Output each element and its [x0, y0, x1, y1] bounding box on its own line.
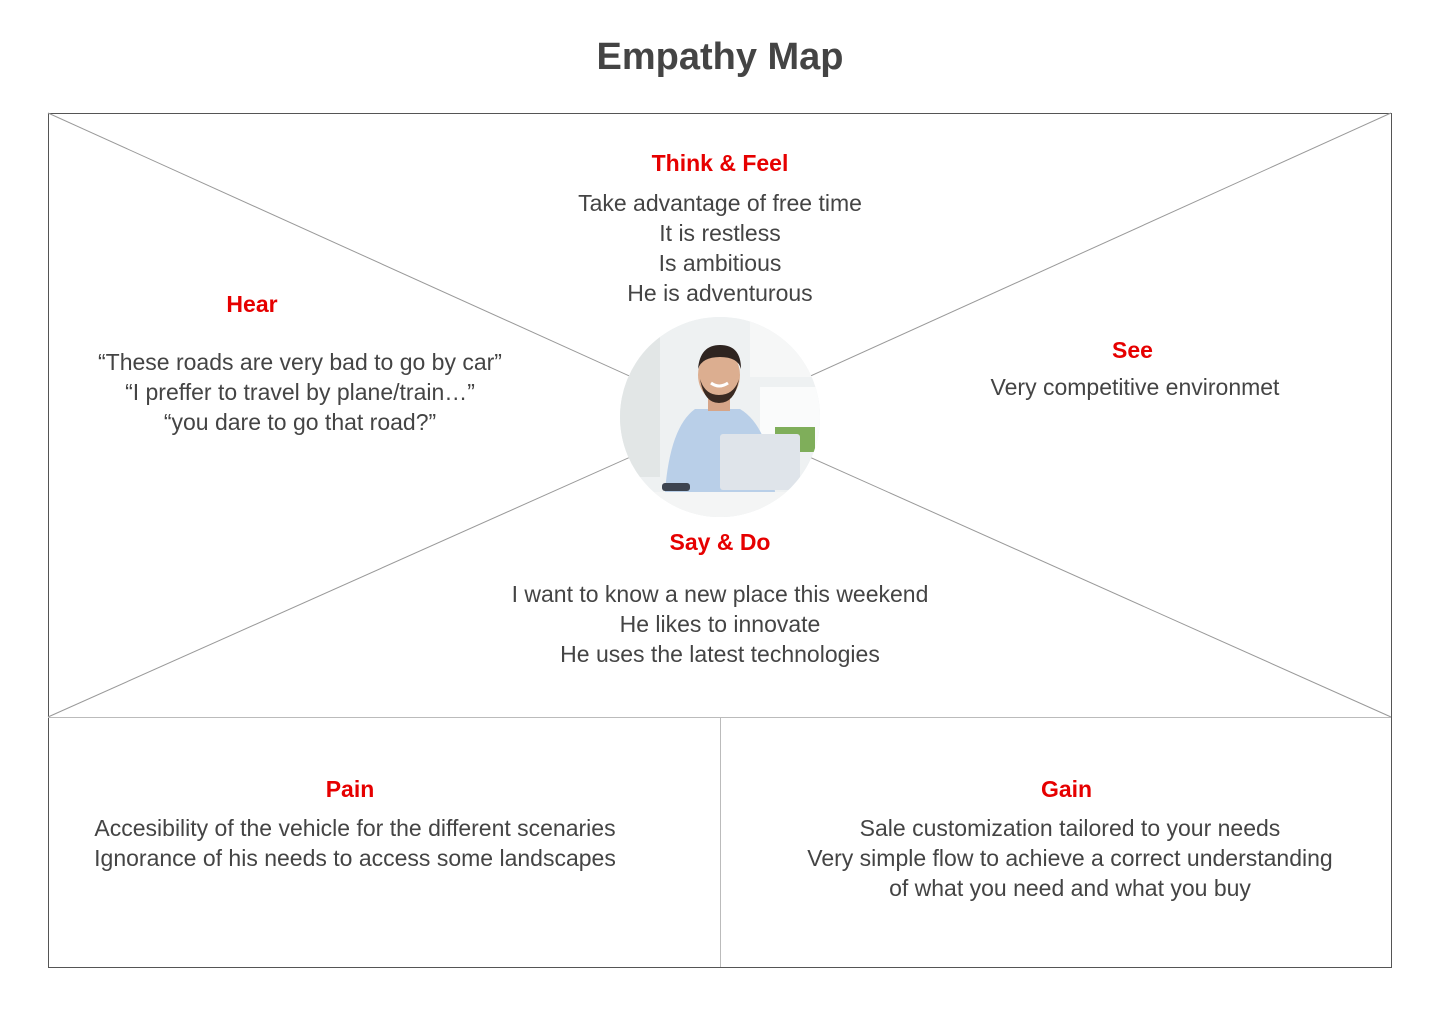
diagonal-top-right	[719, 112, 1392, 418]
pain-item: Ignorance of his needs to access some la…	[94, 845, 616, 871]
think-feel-item: It is restless	[659, 220, 781, 246]
pain-section: Pain Accesibility of the vehicle for the…	[50, 774, 660, 873]
see-heading: See	[1112, 337, 1153, 363]
see-item: Very competitive environmet	[990, 374, 1280, 400]
hear-item: “you dare to go that road?”	[163, 409, 437, 435]
think-feel-item: Is ambitious	[658, 250, 782, 276]
hear-heading: Hear	[226, 291, 278, 317]
say-do-item: He likes to innovate	[619, 611, 821, 637]
gain-heading: Gain	[1040, 776, 1093, 802]
diagonal-top-left	[47, 112, 721, 418]
gain-item: Very simple flow to achieve a correct un…	[807, 845, 1333, 871]
gain-item: Sale customization tailored to your need…	[859, 815, 1281, 841]
think-feel-item: Take advantage of free time	[578, 190, 862, 216]
think-feel-item: He is adventurous	[627, 280, 813, 306]
pain-item: Accesibility of the vehicle for the diff…	[94, 815, 616, 841]
diagonal-bottom-left	[47, 416, 721, 718]
say-do-heading: Say & Do	[669, 529, 771, 555]
think-feel-section: Think & Feel Take advantage of free time…	[420, 148, 1020, 308]
diagonal-bottom-right	[719, 416, 1392, 718]
pain-heading: Pain	[325, 776, 375, 802]
see-section: See Very competitive environmet	[900, 335, 1370, 402]
page-title: Empathy Map	[596, 36, 844, 78]
gain-item: of what you need and what you buy	[889, 875, 1251, 901]
outer-border	[48, 113, 1392, 968]
say-do-section: Say & Do I want to know a new place this…	[420, 527, 1020, 669]
say-do-item: I want to know a new place this weekend	[511, 581, 929, 607]
persona-photo	[620, 317, 820, 517]
hear-item: “I preffer to travel by plane/train…”	[125, 379, 475, 405]
hear-section: Hear “These roads are very bad to go by …	[50, 289, 550, 437]
gain-section: Gain Sale customization tailored to your…	[760, 774, 1380, 903]
hear-item: “These roads are very bad to go by car”	[98, 349, 502, 375]
think-feel-heading: Think & Feel	[651, 150, 789, 176]
say-do-item: He uses the latest technologies	[560, 641, 880, 667]
